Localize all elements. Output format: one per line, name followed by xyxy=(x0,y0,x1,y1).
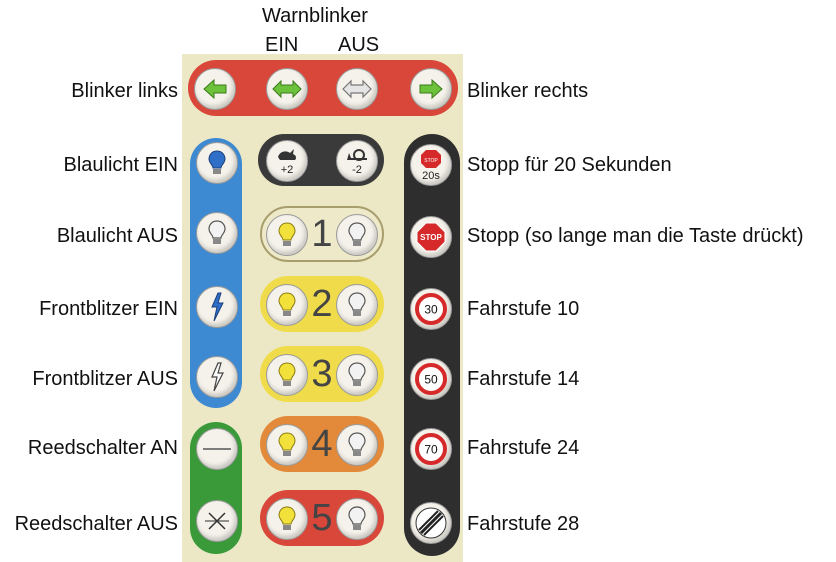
label-stopp-20s: Stopp für 20 Sekunden xyxy=(467,154,672,176)
label-frontblitzer-ein: Frontblitzer EIN xyxy=(39,298,178,320)
yellow-bulb-icon xyxy=(278,432,296,456)
reed-off-cross-icon xyxy=(205,512,229,530)
label-blaulicht-aus: Blaulicht AUS xyxy=(56,225,178,247)
speed-limit-30-text: 30 xyxy=(424,303,438,317)
yellow-bulb-icon xyxy=(278,506,296,530)
label-fahrstufe-24: Fahrstufe 24 xyxy=(467,437,580,459)
reed-contact-icon xyxy=(203,448,231,450)
fahrstufe-10-button[interactable]: 30 xyxy=(410,288,452,330)
bulb-off-icon xyxy=(348,362,366,386)
bulb-off-icon xyxy=(348,506,366,530)
row-1-on-button[interactable] xyxy=(266,214,308,256)
blaulicht-on-button[interactable] xyxy=(196,142,238,184)
row-2-on-button[interactable] xyxy=(266,284,308,326)
row-3-off-button[interactable] xyxy=(336,354,378,396)
double-arrow-green-icon xyxy=(272,79,302,99)
end-of-limit-icon xyxy=(415,507,447,539)
speed-limit-70-text: 70 xyxy=(424,443,438,457)
arrow-left-icon xyxy=(203,78,227,100)
row-1-off-button[interactable] xyxy=(336,214,378,256)
warnblinker-heading: Warnblinker xyxy=(262,5,368,27)
speed-limit-70-icon: 70 xyxy=(415,433,447,465)
yellow-bulb-icon xyxy=(278,362,296,386)
row-4-on-button[interactable] xyxy=(266,424,308,466)
stop-sign-timer-icon: STOP 20s xyxy=(421,150,441,182)
stop-speed-strip xyxy=(404,134,460,556)
row-2-off-button[interactable] xyxy=(336,284,378,326)
frontblitzer-on-button[interactable] xyxy=(196,286,238,328)
speed-plus-button[interactable]: +2 xyxy=(266,140,308,182)
blinker-right-button[interactable] xyxy=(410,68,452,110)
row-5-off-button[interactable] xyxy=(336,498,378,540)
row-1-number: 1 xyxy=(311,213,333,255)
label-blaulicht-ein: Blaulicht EIN xyxy=(63,154,179,176)
bulb-off-icon xyxy=(348,432,366,456)
row-3-on-button[interactable] xyxy=(266,354,308,396)
label-stopp-hold: Stopp (so lange man die Taste drückt) xyxy=(467,225,804,247)
stop-20s-text: 20s xyxy=(422,170,440,182)
stop-sign-text: STOP xyxy=(420,233,442,242)
fahrstufe-24-button[interactable]: 70 xyxy=(410,428,452,470)
blinker-left-button[interactable] xyxy=(194,68,236,110)
lightning-outline-icon xyxy=(211,362,224,392)
blaulicht-off-button[interactable] xyxy=(196,212,238,254)
stop-20s-sign-text: STOP xyxy=(424,158,438,164)
bulb-off-icon xyxy=(348,292,366,316)
stop-hold-button[interactable]: STOP xyxy=(410,216,452,258)
row-3-number: 3 xyxy=(311,353,333,395)
lightning-blue-icon xyxy=(211,292,224,322)
minus-two-text: -2 xyxy=(352,164,362,176)
warnblinker-off-button[interactable] xyxy=(336,68,378,110)
snail-icon: -2 xyxy=(347,149,367,176)
yellow-bulb-icon xyxy=(278,222,296,246)
label-frontblitzer-aus: Frontblitzer AUS xyxy=(32,368,178,390)
speed-limit-30-icon: 30 xyxy=(415,293,447,325)
stop-sign-icon: STOP xyxy=(416,222,446,252)
yellow-bulb-icon xyxy=(278,292,296,316)
fahrstufe-14-button[interactable]: 50 xyxy=(410,358,452,400)
label-fahrstufe-14: Fahrstufe 14 xyxy=(467,368,580,390)
reedschalter-off-button[interactable] xyxy=(196,500,238,542)
row-4-off-button[interactable] xyxy=(336,424,378,466)
speed-limit-50-text: 50 xyxy=(424,373,438,387)
speed-limit-50-icon: 50 xyxy=(415,363,447,395)
stop-20s-button[interactable]: STOP 20s xyxy=(410,144,452,186)
label-blinker-links: Blinker links xyxy=(71,80,178,102)
warnblinker-on-button[interactable] xyxy=(266,68,308,110)
warnblinker-aus-label: AUS xyxy=(338,34,380,56)
label-fahrstufe-28: Fahrstufe 28 xyxy=(467,513,580,535)
remote-control-panel: +2 -2 1 2 3 4 5 STOP 20s xyxy=(182,54,463,562)
double-arrow-grey-icon xyxy=(342,79,372,99)
arrow-right-icon xyxy=(419,78,443,100)
frontblitzer-off-button[interactable] xyxy=(196,356,238,398)
rabbit-icon: +2 xyxy=(278,149,297,176)
speed-minus-button[interactable]: -2 xyxy=(336,140,378,182)
row-5-number: 5 xyxy=(311,497,333,539)
label-reedschalter-aus: Reedschalter AUS xyxy=(14,513,178,535)
label-reedschalter-an: Reedschalter AN xyxy=(27,437,178,459)
label-fahrstufe-10: Fahrstufe 10 xyxy=(467,298,580,320)
label-blinker-rechts: Blinker rechts xyxy=(467,80,589,102)
plus-two-text: +2 xyxy=(281,164,294,176)
bulb-off-icon xyxy=(208,220,226,244)
row-2-number: 2 xyxy=(311,283,333,325)
bulb-off-icon xyxy=(348,222,366,246)
blue-bulb-icon xyxy=(208,150,226,174)
warnblinker-ein-label: EIN xyxy=(265,34,299,56)
fahrstufe-28-button[interactable] xyxy=(410,502,452,544)
reedschalter-on-button[interactable] xyxy=(196,428,238,470)
row-5-on-button[interactable] xyxy=(266,498,308,540)
row-4-number: 4 xyxy=(311,423,333,465)
